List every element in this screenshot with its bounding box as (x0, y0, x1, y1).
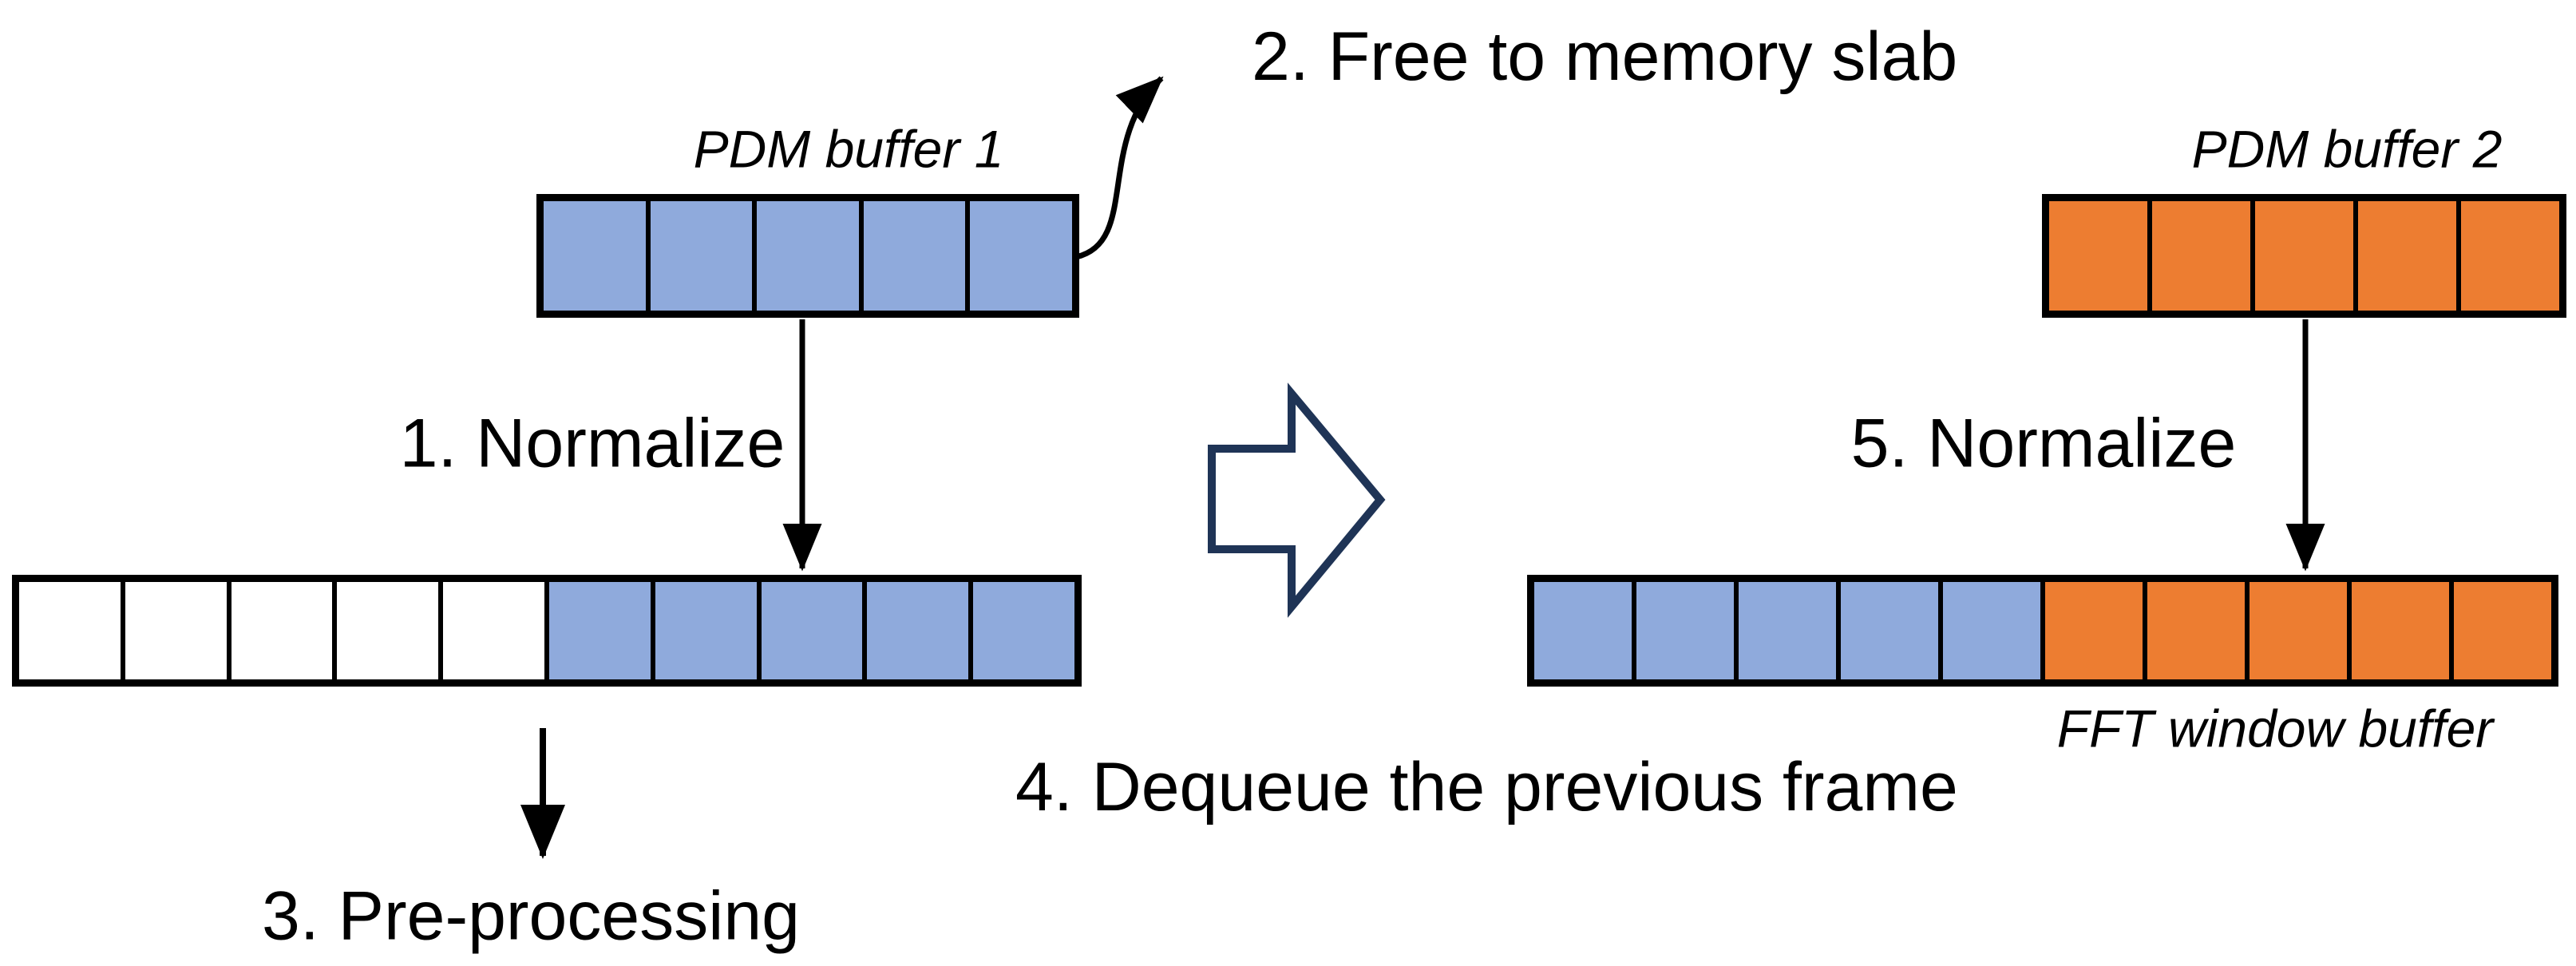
step-5-normalize-label: 5. Normalize (1850, 405, 2237, 482)
buffer-cell-blue (544, 582, 651, 679)
buffer-cell-blue (1734, 582, 1836, 679)
buffer-cell-blue (968, 582, 1074, 679)
buffer-cell-orange (2250, 201, 2353, 311)
buffer-cell-blue (1534, 582, 1632, 679)
buffer-cell-blue (650, 582, 757, 679)
fft-window-buffer-label: FFT window buffer (2056, 699, 2494, 758)
buffer-cell-white (226, 582, 333, 679)
buffer-cell-orange (2040, 582, 2143, 679)
buffer-cell-white (438, 582, 544, 679)
pdm-buffer-1 (536, 194, 1079, 318)
buffer-cell-white (120, 582, 227, 679)
pdm-buffer-1-label: PDM buffer 1 (693, 119, 1004, 179)
buffer-cell-orange (2049, 201, 2147, 311)
buffer-cell-blue (1938, 582, 2040, 679)
buffer-cell-blue (858, 201, 966, 311)
buffer-cell-orange (2353, 201, 2456, 311)
staging-buffer (12, 575, 1082, 687)
buffer-cell-white (332, 582, 439, 679)
step-2-free-to-memory-slab-label: 2. Free to memory slab (1252, 18, 1958, 95)
buffer-cell-orange (2245, 582, 2347, 679)
buffer-cell-blue (862, 582, 969, 679)
step-1-normalize-label: 1. Normalize (399, 405, 785, 482)
pdm-buffer-2 (2042, 194, 2566, 318)
buffer-cell-orange (2347, 582, 2449, 679)
buffer-cell-orange (2147, 201, 2250, 311)
buffer-cell-orange (2449, 582, 2551, 679)
buffer-cell-blue (544, 201, 646, 311)
dequeue-block-arrow-icon (1208, 382, 1386, 618)
pdm-buffer-2-label: PDM buffer 2 (2191, 119, 2503, 179)
buffer-cell-orange (2456, 201, 2559, 311)
step-4-dequeue-previous-frame-label: 4. Dequeue the previous frame (1015, 749, 1958, 825)
buffer-cell-blue (645, 201, 753, 311)
buffer-cell-blue (965, 201, 1072, 311)
fft-window-buffer (1527, 575, 2558, 687)
buffer-cell-orange (2143, 582, 2245, 679)
free-to-memory-slab-arrow (1075, 76, 1164, 260)
buffer-cell-blue (752, 201, 859, 311)
buffer-cell-blue (1836, 582, 1938, 679)
buffer-cell-blue (756, 582, 863, 679)
buffer-cell-white (19, 582, 121, 679)
buffer-cell-blue (1632, 582, 1734, 679)
step-3-pre-processing-label: 3. Pre-processing (262, 877, 800, 955)
